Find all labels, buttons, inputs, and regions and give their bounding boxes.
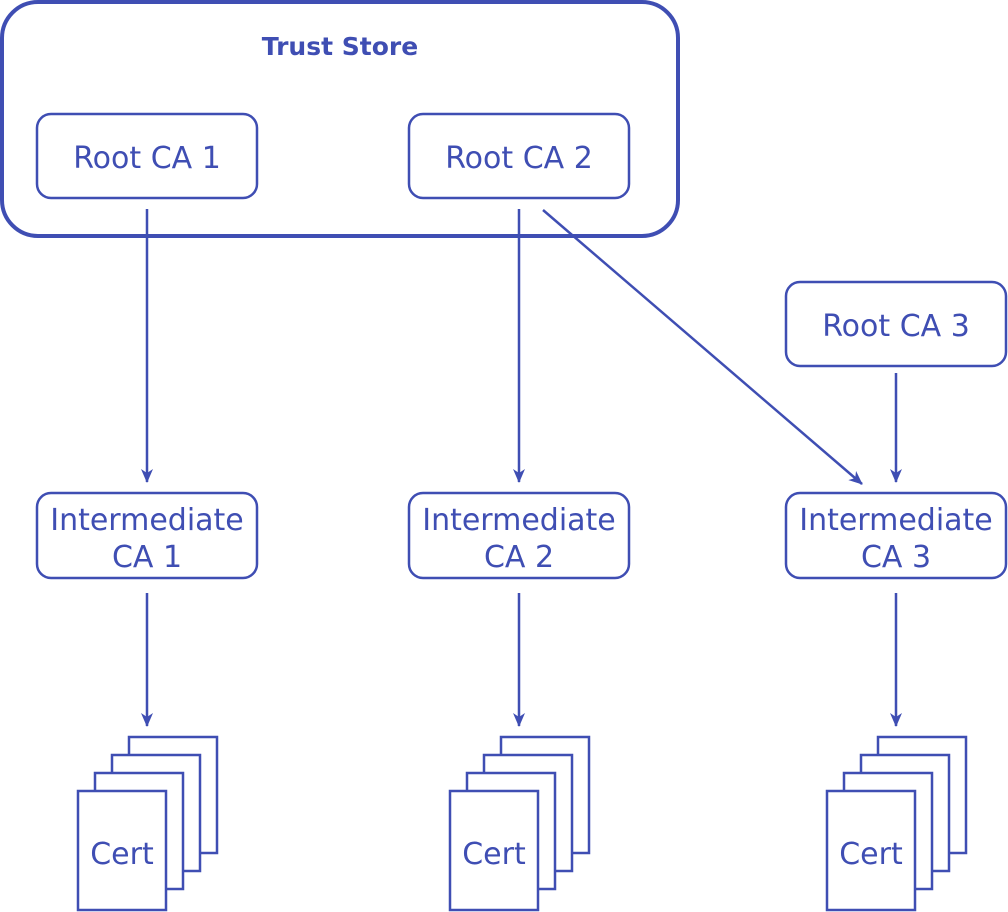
root-ca-2-label: Root CA 2 xyxy=(445,141,593,176)
intermediate-ca-1-line2: CA 1 xyxy=(112,540,182,575)
cert-label-2: Cert xyxy=(462,837,526,872)
intermediate-ca-3-node: Intermediate CA 3 xyxy=(784,491,1008,580)
intermediate-ca-1-node: Intermediate CA 1 xyxy=(35,491,259,580)
cert-stack-3: Cert xyxy=(825,735,968,912)
intermediate-ca-2-line1: Intermediate xyxy=(422,503,616,538)
intermediate-ca-2-line2: CA 2 xyxy=(484,540,554,575)
root-ca-1-node: Root CA 1 xyxy=(35,112,259,200)
cert-page xyxy=(825,789,917,912)
cert-label-3: Cert xyxy=(839,837,903,872)
root-ca-2-node: Root CA 2 xyxy=(407,112,631,200)
trust-store: Trust Store xyxy=(0,0,680,238)
intermediate-ca-3-line2: CA 3 xyxy=(861,540,931,575)
root-ca-3-box xyxy=(784,280,1008,368)
intermediate-ca-2-box xyxy=(407,491,631,580)
arrow-root2-to-int3 xyxy=(542,209,863,485)
trust-store-title: Trust Store xyxy=(262,32,418,61)
trust-store-border xyxy=(0,0,680,238)
root-ca-2-box xyxy=(407,112,631,200)
intermediate-ca-2-node: Intermediate CA 2 xyxy=(407,491,631,580)
root-ca-3-label: Root CA 3 xyxy=(822,309,970,344)
root-ca-3-node: Root CA 3 xyxy=(784,280,1008,368)
cert-stack-2: Cert xyxy=(448,735,591,912)
intermediate-ca-3-box xyxy=(784,491,1008,580)
intermediate-ca-1-box xyxy=(35,491,259,580)
cert-label-1: Cert xyxy=(90,837,154,872)
cert-page xyxy=(448,789,540,912)
root-ca-1-label: Root CA 1 xyxy=(73,141,221,176)
intermediate-ca-3-line1: Intermediate xyxy=(799,503,993,538)
cert-stack-1: Cert xyxy=(76,735,219,912)
root-ca-1-box xyxy=(35,112,259,200)
cert-page xyxy=(76,789,168,912)
intermediate-ca-1-line1: Intermediate xyxy=(50,503,244,538)
edges xyxy=(141,209,902,727)
